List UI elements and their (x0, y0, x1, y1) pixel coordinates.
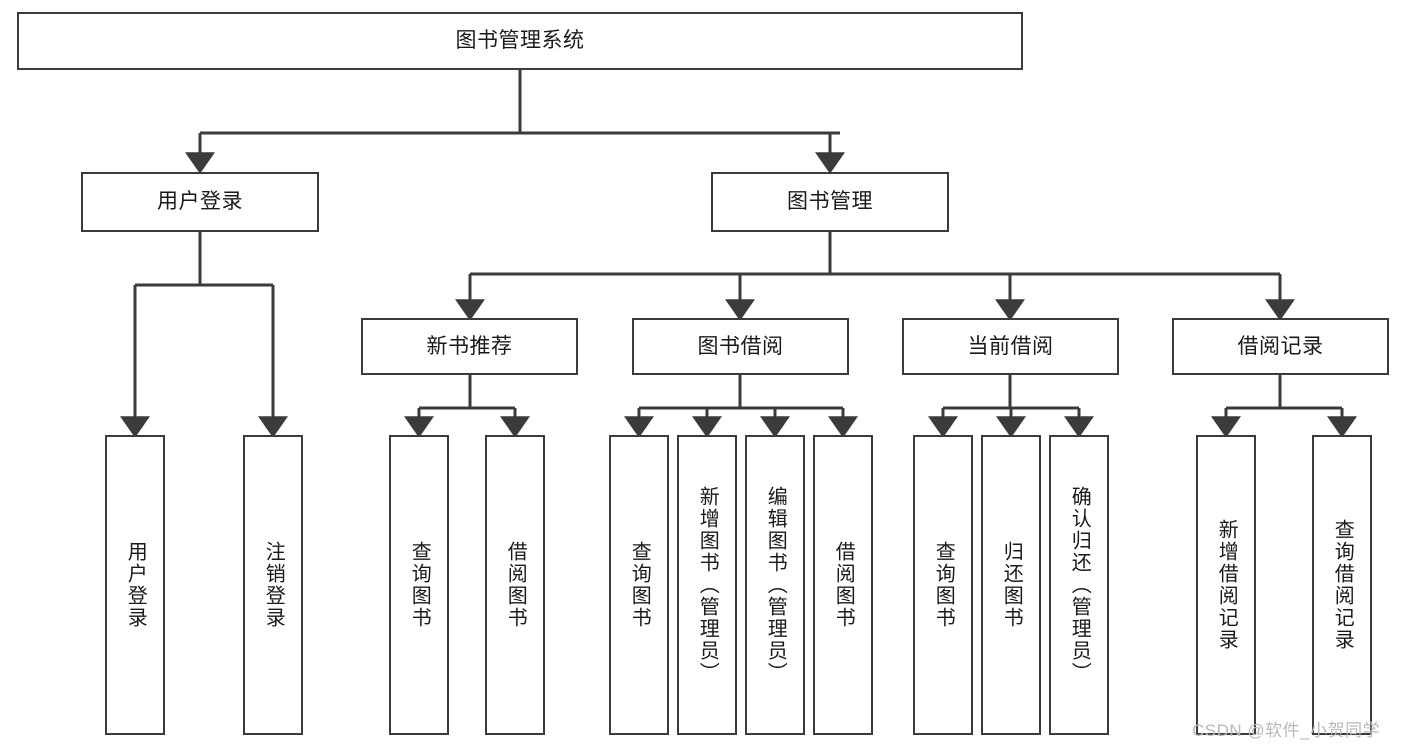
node-leaf-borrow-book[interactable]: 借阅图书 (813, 435, 873, 735)
node-label: 当前借阅 (967, 334, 1054, 358)
node-leaf-query-book-recommend[interactable]: 查询图书 (389, 435, 449, 735)
node-leaf-query-book-current[interactable]: 查询图书 (913, 435, 973, 735)
node-leaf-return-book[interactable]: 归还图书 (981, 435, 1041, 735)
node-label: 注销登录 (262, 541, 285, 629)
node-leaf-query-borrow-record[interactable]: 查询借阅记录 (1312, 435, 1372, 735)
node-label: 图书管理系统 (455, 29, 585, 53)
node-label: 编辑图书（管理员） (764, 486, 787, 684)
node-label: 图书管理 (787, 190, 873, 214)
node-book-management[interactable]: 图书管理 (711, 172, 949, 232)
node-label: 用户登录 (157, 190, 243, 214)
node-label: 确认归还（管理员） (1068, 486, 1091, 684)
node-label: 图书借阅 (697, 334, 784, 358)
node-borrow-record[interactable]: 借阅记录 (1172, 318, 1389, 375)
node-current-borrow[interactable]: 当前借阅 (902, 318, 1119, 375)
node-book-borrow[interactable]: 图书借阅 (632, 318, 849, 375)
node-label: 用户登录 (124, 541, 147, 629)
node-label: 归还图书 (1000, 541, 1023, 629)
node-leaf-add-book-admin[interactable]: 新增图书（管理员） (677, 435, 737, 735)
node-title-book-management-system[interactable]: 图书管理系统 (17, 12, 1023, 70)
node-label: 查询图书 (628, 541, 651, 629)
node-leaf-query-book-borrow[interactable]: 查询图书 (609, 435, 669, 735)
node-label: 借阅图书 (504, 541, 527, 629)
node-label: 查询图书 (408, 541, 431, 629)
node-leaf-add-borrow-record[interactable]: 新增借阅记录 (1196, 435, 1256, 735)
node-user-login[interactable]: 用户登录 (81, 172, 319, 232)
node-leaf-edit-book-admin[interactable]: 编辑图书（管理员） (745, 435, 805, 735)
node-label: 新增图书（管理员） (696, 486, 719, 684)
node-leaf-confirm-return-admin[interactable]: 确认归还（管理员） (1049, 435, 1109, 735)
node-label: 新增借阅记录 (1215, 519, 1238, 651)
node-leaf-logout-login[interactable]: 注销登录 (243, 435, 303, 735)
node-label: 新书推荐 (426, 334, 513, 358)
node-new-book-recommend[interactable]: 新书推荐 (361, 318, 578, 375)
node-leaf-user-login[interactable]: 用户登录 (105, 435, 165, 735)
node-label: 查询图书 (932, 541, 955, 629)
node-leaf-borrow-book-recommend[interactable]: 借阅图书 (485, 435, 545, 735)
node-label: 查询借阅记录 (1331, 519, 1354, 651)
node-label: 借阅图书 (832, 541, 855, 629)
node-label: 借阅记录 (1237, 334, 1324, 358)
csdn-watermark: CSDN @软件_小贺同学 (1192, 721, 1381, 740)
